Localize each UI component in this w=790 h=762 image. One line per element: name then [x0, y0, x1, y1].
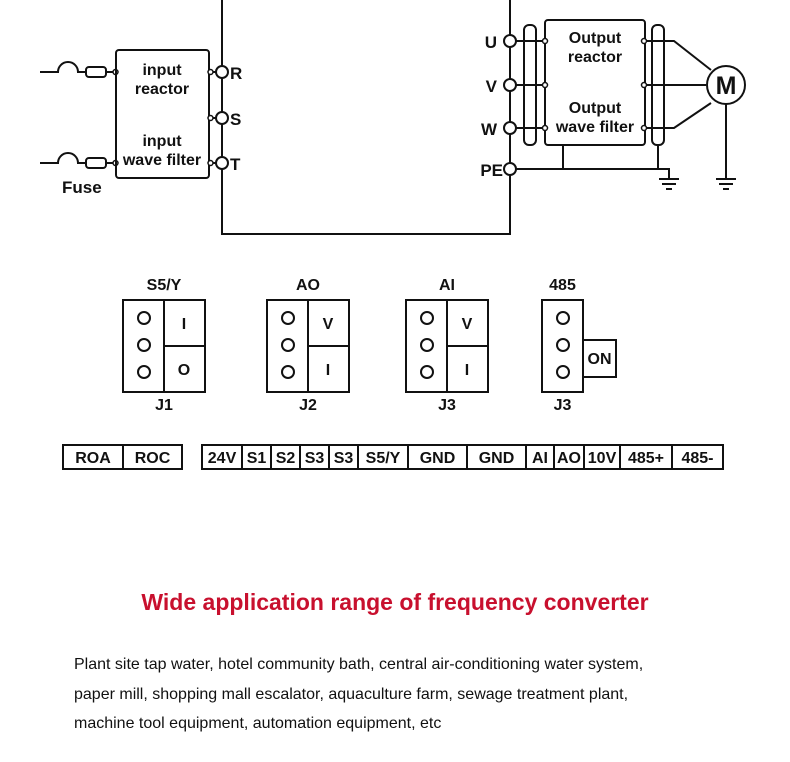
jumper-pin — [281, 311, 295, 325]
terminal-r-label: R — [230, 64, 242, 83]
terminal-label: 10V — [588, 450, 617, 467]
terminal-v-label: V — [486, 77, 498, 96]
relay-terminal-strip: ROA ROC — [62, 444, 183, 470]
jumper-j2-1: AO V I J2 — [266, 277, 350, 414]
terminal-label: S5/Y — [366, 450, 401, 467]
terminal-u-label: U — [485, 33, 497, 52]
jumper-title: AI — [439, 277, 455, 294]
description-line: machine tool equipment, automation equip… — [74, 715, 442, 732]
jumper-j3-2: AI V I J3 — [405, 277, 489, 414]
inverter-body-outline — [221, 0, 511, 235]
terminal-label: S2 — [276, 450, 296, 467]
terminal-label: ROC — [135, 450, 171, 467]
jumper-id: J3 — [438, 397, 456, 414]
terminal-s-label: S — [230, 110, 241, 129]
terminal-pe-label: PE — [480, 161, 503, 180]
jumper-cell-label: V — [323, 316, 334, 333]
terminal-label: S3 — [334, 450, 354, 467]
jumper-j1-0: S5/Y I O J1 — [122, 277, 206, 414]
jumper-pin — [137, 365, 151, 379]
dip-switch-label: ON — [588, 351, 612, 368]
terminal-label: 485+ — [628, 450, 664, 467]
output-box-label-4: wave filter — [555, 119, 634, 136]
input-box-label-4: wave filter — [122, 152, 201, 169]
jumper-pin — [281, 365, 295, 379]
terminal-cell — [671, 444, 724, 470]
jumper-cell-label: O — [178, 362, 190, 379]
jumper-pin — [137, 338, 151, 352]
jumper-pin — [556, 365, 570, 379]
input-line-2 — [40, 152, 119, 169]
terminal-label: ROA — [75, 450, 111, 467]
jumper-cell-label: I — [465, 362, 469, 379]
section-description: Plant site tap water, hotel community ba… — [74, 650, 774, 739]
terminal-label: S1 — [247, 450, 267, 467]
terminal-s — [215, 111, 229, 125]
input-filter-box — [115, 49, 210, 179]
terminal-label: S3 — [305, 450, 325, 467]
terminal-w-label: W — [481, 120, 498, 139]
output-box-label-1: Output — [569, 30, 622, 47]
input-box-label-3: input — [142, 133, 182, 150]
input-box-label-1: input — [142, 62, 182, 79]
terminal-u — [503, 34, 517, 48]
terminal-r — [215, 65, 229, 79]
terminal-t-label: T — [230, 155, 241, 174]
terminal-pe — [503, 162, 517, 176]
jumper-cell-label: V — [462, 316, 473, 333]
jumper-title: AO — [296, 277, 320, 294]
jumper-pin — [281, 338, 295, 352]
terminal-label: 485- — [681, 450, 713, 467]
jumper-pin — [420, 311, 434, 325]
motor-leads — [647, 40, 712, 129]
ground-icon — [659, 178, 679, 190]
terminal-w — [503, 121, 517, 135]
terminal-label: 24V — [208, 450, 237, 467]
terminal-label: GND — [420, 450, 456, 467]
output-box-label-2: reactor — [568, 49, 622, 66]
jumper-pin — [420, 338, 434, 352]
description-line: Plant site tap water, hotel community ba… — [74, 656, 644, 673]
wiring-diagram: input reactor input wave filter Fuse R S… — [40, 0, 746, 470]
jumper-pin — [420, 365, 434, 379]
jumper-id: J2 — [299, 397, 317, 414]
dip-switch — [582, 339, 617, 378]
control-terminal-strip: 24V S1 S2 S3 S3 S5/Y GND GND AI AO 10V 485+ 485- — [201, 444, 724, 470]
jumper-pin — [137, 311, 151, 325]
jumper-title: 485 — [549, 277, 576, 294]
pe-bus — [516, 145, 670, 178]
input-box-label-2: reactor — [135, 81, 189, 98]
jumper-cell-label: I — [326, 362, 330, 379]
input-line-1 — [40, 61, 119, 78]
jumper-id: J1 — [155, 397, 173, 414]
jumper-pin — [556, 311, 570, 325]
section-title: Wide application range of frequency conv… — [141, 589, 649, 615]
jumper-title: S5/Y — [147, 277, 182, 294]
output-box-label-3: Output — [569, 100, 622, 117]
terminal-cell — [122, 444, 183, 470]
terminal-v — [503, 78, 517, 92]
description-line: paper mill, shopping mall escalator, aqu… — [74, 685, 629, 703]
terminal-label: AO — [557, 450, 581, 467]
fuse-label: Fuse — [62, 178, 102, 197]
motor-label: M — [716, 72, 737, 100]
jumper-cell-label: I — [182, 316, 186, 333]
ground-icon — [716, 178, 736, 190]
terminal-label: GND — [479, 450, 515, 467]
jumper-id: J3 — [554, 397, 572, 414]
terminal-label: AI — [532, 450, 548, 467]
jumper-pin — [556, 338, 570, 352]
terminal-t — [215, 156, 229, 170]
